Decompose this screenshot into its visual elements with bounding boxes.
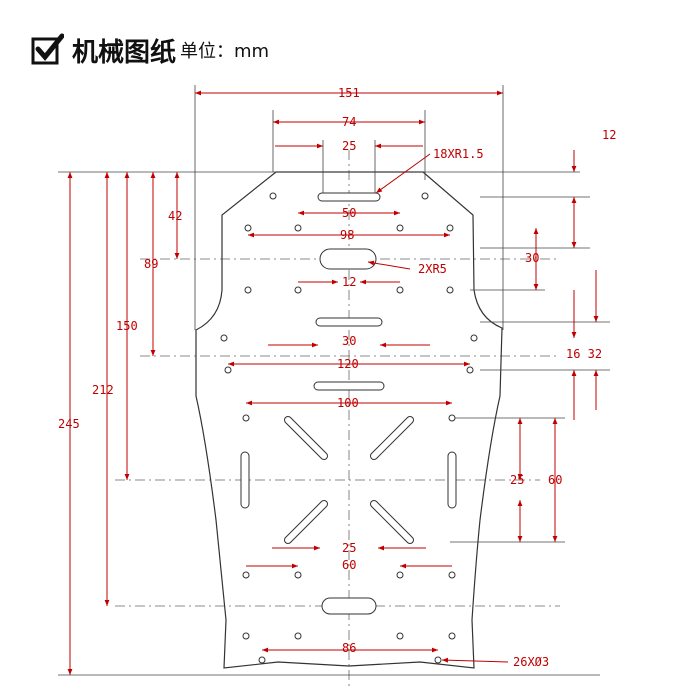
dim-16-32: 16 32 <box>566 347 602 361</box>
dim-120: 120 <box>337 357 359 371</box>
slots-diagonal <box>284 416 414 544</box>
plate-outline <box>195 171 503 669</box>
mounting-holes <box>220 192 478 664</box>
dim-245: 245 <box>58 417 80 431</box>
dim-60-lower: 60 <box>342 558 356 572</box>
dim-30-right: 30 <box>525 251 539 265</box>
dim-hole-note: 26XØ3 <box>513 655 549 669</box>
dim-42: 42 <box>168 209 182 223</box>
horizontal-dimensions <box>195 90 503 653</box>
dim-12-slot: 12 <box>342 275 356 289</box>
dim-212: 212 <box>92 383 114 397</box>
slot-vertical-left <box>240 451 250 509</box>
checkbox-checked-icon <box>31 33 64 65</box>
dim-slot-radius: 2XR5 <box>418 262 447 276</box>
unit-label: 单位：mm <box>180 41 270 62</box>
vertical-dimensions <box>67 150 599 675</box>
dim-25-right: 25 <box>510 473 524 487</box>
header: 机械图纸 单位：mm <box>30 30 269 70</box>
dim-60-right: 60 <box>548 473 562 487</box>
leader-lines <box>367 153 509 663</box>
page-title: 机械图纸 <box>72 37 177 68</box>
dim-12-right: 12 <box>602 128 616 142</box>
dim-25-lower: 25 <box>342 541 356 555</box>
dim-89: 89 <box>144 257 158 271</box>
slot-vertical-right <box>447 451 457 509</box>
slot-top <box>317 192 381 202</box>
dim-86: 86 <box>342 641 356 655</box>
dim-25-top: 25 <box>342 139 356 153</box>
dim-100: 100 <box>337 396 359 410</box>
slot-center <box>319 248 377 270</box>
dim-slot-note: 18XR1.5 <box>433 147 484 161</box>
dim-overall-width: 151 <box>338 86 360 100</box>
dim-50: 50 <box>342 206 356 220</box>
slot-mid <box>315 317 383 327</box>
dim-74: 74 <box>342 115 356 129</box>
slot-lower <box>313 381 385 391</box>
slot-bottom <box>321 597 377 615</box>
dim-30-slot: 30 <box>342 334 356 348</box>
dim-98: 98 <box>340 228 354 242</box>
dim-150: 150 <box>116 319 138 333</box>
